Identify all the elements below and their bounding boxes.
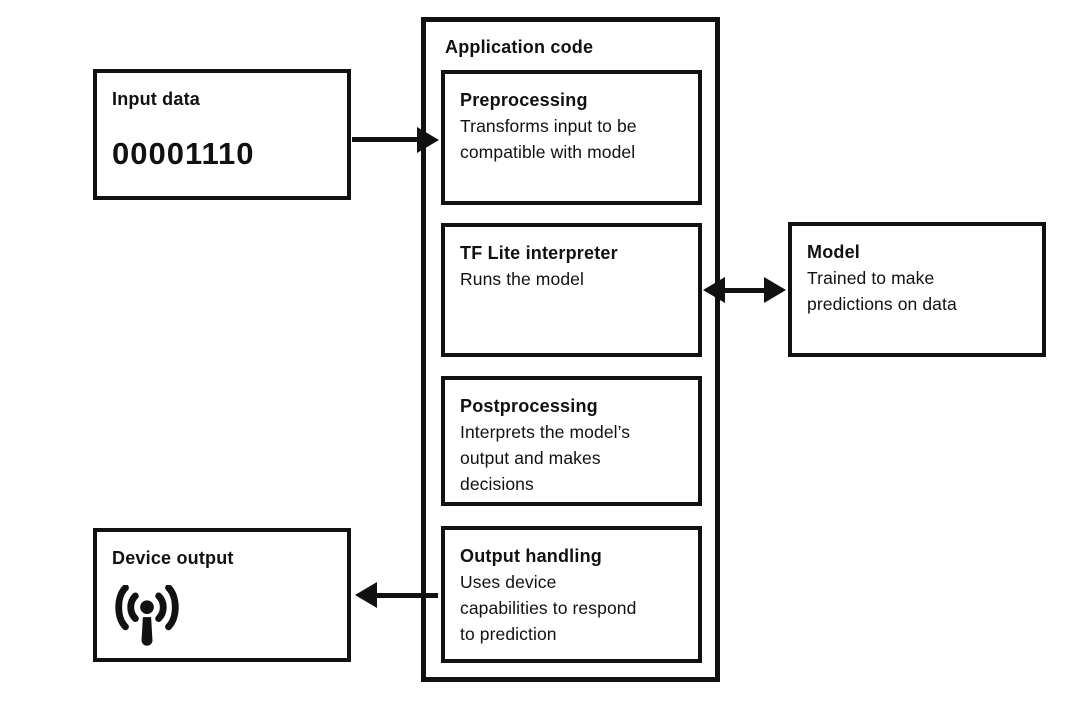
- device-output-box: Device output: [93, 528, 351, 662]
- preprocessing-title: Preprocessing: [460, 90, 588, 110]
- model-title: Model: [807, 242, 860, 262]
- input-data-title: Input data: [112, 89, 200, 109]
- broadcast-signal-icon: [115, 585, 179, 646]
- postprocessing-desc: Interprets the model’s output and makes …: [460, 422, 631, 494]
- output-handling-desc: Uses device capabilities to respond to p…: [460, 572, 637, 644]
- model-desc: Trained to make predictions on data: [807, 268, 957, 314]
- device-output-title: Device output: [112, 548, 234, 568]
- tflite-interpreter-title: TF Lite interpreter: [460, 243, 618, 263]
- input-data-value: 00001110: [112, 136, 255, 171]
- model-box: Model Trained to make predictions on dat…: [788, 222, 1046, 357]
- output-handling-title: Output handling: [460, 546, 602, 566]
- tflite-interpreter-desc: Runs the model: [460, 269, 584, 289]
- tflite-interpreter-box: TF Lite interpreter Runs the model: [441, 223, 702, 357]
- preprocessing-box: Preprocessing Transforms input to be com…: [441, 70, 702, 205]
- postprocessing-box: Postprocessing Interprets the model’s ou…: [441, 376, 702, 506]
- preprocessing-desc: Transforms input to be compatible with m…: [460, 116, 637, 162]
- application-code-title: Application code: [445, 37, 594, 57]
- input-data-box: Input data 00001110: [93, 69, 351, 200]
- output-handling-box: Output handling Uses device capabilities…: [441, 526, 702, 663]
- postprocessing-title: Postprocessing: [460, 396, 598, 416]
- application-code-box: Application code Preprocessing Transform…: [421, 17, 720, 682]
